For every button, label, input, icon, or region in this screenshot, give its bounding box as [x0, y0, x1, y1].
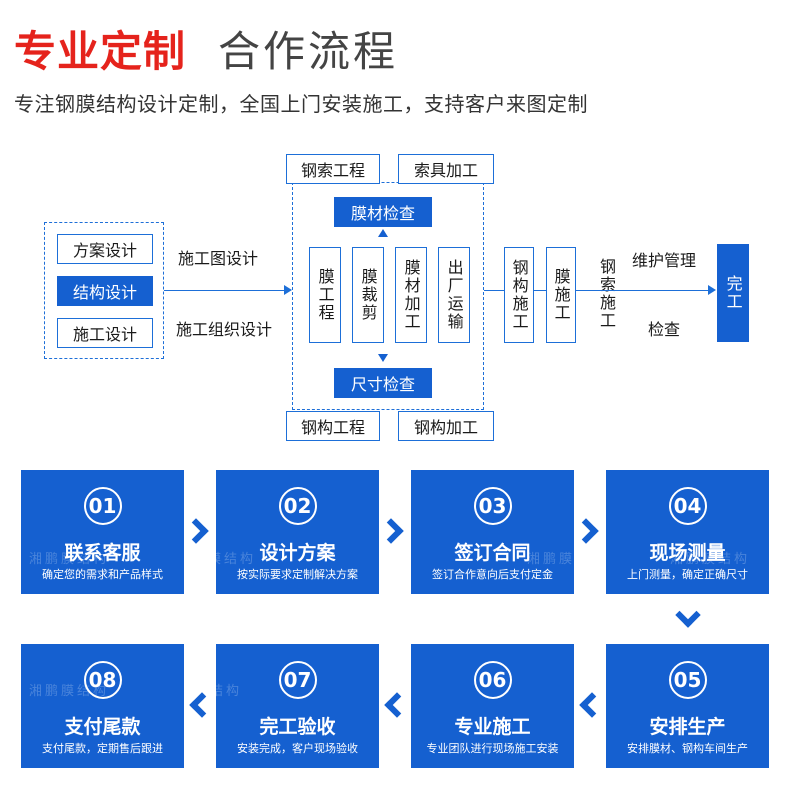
step-card-07: 湘鹏膜结构 07 完工验收 安装完成，客户现场验收	[216, 644, 379, 768]
production-group-frame	[292, 182, 484, 410]
design-box-construction: 施工设计	[57, 318, 153, 348]
step-card-08: 湘鹏膜结构 08 支付尾款 支付尾款，定期售后跟进	[21, 644, 184, 768]
step-title: 完工验收	[259, 716, 336, 738]
step-title: 设计方案	[259, 542, 336, 564]
step-description: 签订合作意向后支付定金	[432, 568, 553, 581]
step-card-04: 湘鹏膜结构 04 现场测量 上门测量，确定正确尺寸	[606, 470, 769, 594]
chevron-left-icon	[384, 692, 410, 718]
step-description: 按实际要求定制解决方案	[237, 568, 358, 581]
box-rigging-processing: 索具加工	[398, 154, 494, 184]
design-box-scheme: 方案设计	[57, 234, 153, 264]
chevron-down-icon	[675, 602, 701, 628]
chevron-left-icon	[579, 692, 605, 718]
label-drawing-design: 施工图设计	[178, 249, 259, 268]
column-factory-transport: 出厂运输	[438, 247, 470, 343]
step-description: 安装完成，客户现场验收	[237, 742, 358, 755]
connector-design-to-production	[164, 290, 286, 291]
label-organization-design: 施工组织设计	[176, 320, 273, 339]
watermark-text: 湘鹏膜结构	[29, 552, 110, 567]
column-membrane-construction: 膜施工	[546, 247, 576, 343]
page-subtitle: 专注钢膜结构设计定制，全国上门安装施工，支持客户来图定制	[14, 92, 588, 116]
step-number: 06	[473, 661, 512, 699]
step-title: 支付尾款	[64, 716, 141, 738]
step-description: 专业团队进行现场施工安装	[426, 742, 559, 755]
page-title: 合作流程	[218, 27, 399, 76]
column-membrane-cutting: 膜裁剪	[352, 247, 384, 343]
step-number: 04	[668, 487, 707, 525]
step-description: 上门测量，确定正确尺寸	[627, 568, 748, 581]
step-number: 08	[83, 661, 122, 699]
chevron-left-icon	[189, 692, 215, 718]
step-card-01: 湘鹏膜结构 01 联系客服 确定您的需求和产品样式	[21, 470, 184, 594]
column-membrane-processing: 膜材加工	[395, 247, 427, 343]
step-description: 支付尾款，定期售后跟进	[42, 742, 163, 755]
watermark-text: 湘鹏膜结构	[527, 552, 574, 567]
connector-steel-to-membrane	[534, 290, 546, 291]
column-membrane-engineering: 膜工程	[309, 247, 341, 343]
step-number: 03	[473, 487, 512, 525]
label-inspection: 检查	[648, 320, 681, 339]
step-number: 01	[83, 487, 122, 525]
step-title: 现场测量	[649, 542, 726, 564]
arrow-right-icon	[284, 285, 292, 295]
step-title: 签订合同	[454, 542, 531, 564]
box-steel-engineering: 钢构工程	[286, 411, 380, 441]
box-steel-processing: 钢构加工	[398, 411, 494, 441]
step-description: 确定您的需求和产品样式	[42, 568, 163, 581]
connector-to-completion	[576, 290, 710, 291]
step-card-02: 湘鹏膜结构 02 设计方案 按实际要求定制解决方案	[216, 470, 379, 594]
watermark-text: 湘鹏膜结构	[670, 552, 751, 567]
watermark-text: 湘鹏膜结构	[216, 552, 257, 567]
column-steel-construction: 钢构施工	[504, 247, 534, 343]
box-completion: 完工	[717, 244, 749, 342]
design-group-frame	[44, 222, 164, 359]
step-title: 联系客服	[64, 542, 141, 564]
step-card-06: 湘鹏膜结构 06 专业施工 专业团队进行现场施工安装	[411, 644, 574, 768]
step-description: 安排膜材、钢构车间生产	[627, 742, 748, 755]
step-card-05: 湘鹏膜结构 05 安排生产 安排膜材、钢构车间生产	[606, 644, 769, 768]
title-highlight: 专业定制	[14, 27, 187, 76]
design-box-structure: 结构设计	[57, 276, 153, 306]
step-card-03: 湘鹏膜结构 03 签订合同 签订合作意向后支付定金	[411, 470, 574, 594]
step-title: 专业施工	[454, 716, 531, 738]
box-membrane-inspection: 膜材检查	[334, 197, 432, 227]
chevron-right-icon	[573, 518, 599, 544]
connector-production-to-construction	[484, 290, 504, 291]
label-maintenance: 维护管理	[632, 251, 697, 270]
step-number: 02	[278, 487, 317, 525]
chevron-right-icon	[183, 518, 209, 544]
chevron-right-icon	[378, 518, 404, 544]
watermark-text: 湘鹏膜结构	[216, 684, 243, 699]
arrow-up-icon	[378, 229, 388, 237]
box-size-inspection: 尺寸检查	[334, 368, 432, 398]
step-number: 05	[668, 661, 707, 699]
box-cable-engineering: 钢索工程	[286, 154, 380, 184]
label-cable-construction: 钢索施工	[597, 258, 616, 330]
step-number: 07	[278, 661, 317, 699]
step-title: 安排生产	[649, 716, 726, 738]
arrow-right-icon	[708, 285, 716, 295]
arrow-down-icon	[378, 354, 388, 362]
